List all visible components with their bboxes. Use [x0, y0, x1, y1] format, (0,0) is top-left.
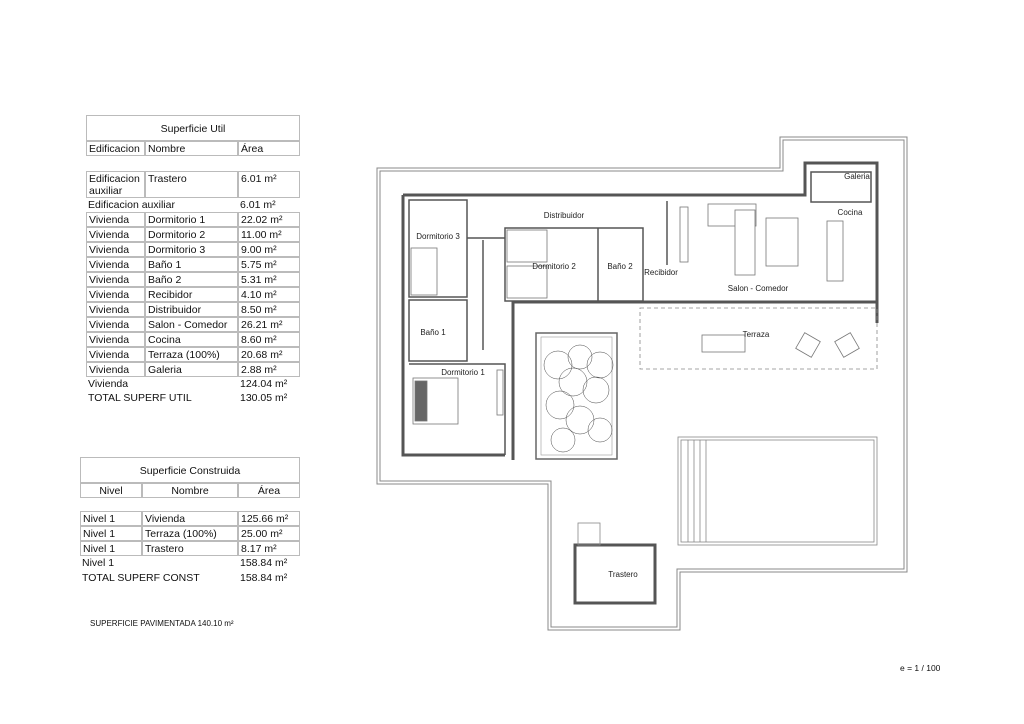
room-label-dormitorio-1: Dormitorio 1 [441, 368, 485, 377]
total-label: TOTAL SUPERF UTIL [88, 392, 192, 404]
subtotal-label: Edificacion auxiliar [88, 199, 175, 211]
garden-patio [535, 332, 618, 460]
table-cell: 22.02 m² [238, 212, 300, 227]
table-cell: 5.31 m² [238, 272, 300, 287]
table-cell: 8.60 m² [238, 332, 300, 347]
table-cell: Vivienda [86, 212, 145, 227]
total-value: 158.84 m² [240, 572, 288, 584]
plot-boundary [376, 136, 908, 631]
table-cell: 5.75 m² [238, 257, 300, 272]
table-cell: Vivienda [86, 272, 145, 287]
superficie-pavimentada-note: SUPERFICIE PAVIMENTADA 140.10 m² [90, 619, 234, 628]
table-cell: Baño 1 [145, 257, 238, 272]
total-label: TOTAL SUPERF CONST [82, 572, 200, 584]
table-cell: Trastero [142, 541, 238, 556]
table-cell: Dormitorio 2 [145, 227, 238, 242]
subtotal-value: 158.84 m² [240, 557, 288, 569]
table-cell: Vivienda [86, 347, 145, 362]
table-cell: Vivienda [86, 227, 145, 242]
table-cell: 8.17 m² [238, 541, 300, 556]
total-value: 130.05 m² [240, 392, 288, 404]
column-header: Nombre [142, 483, 238, 498]
subtotal-value: 124.04 m² [240, 378, 288, 390]
table-cell: 2.88 m² [238, 362, 300, 377]
room-label-trastero: Trastero [608, 570, 638, 579]
table-cell: Vivienda [86, 317, 145, 332]
trastero-building [573, 522, 657, 605]
house-walls [401, 161, 879, 460]
scale-label: e = 1 / 100 [900, 663, 941, 673]
room-label-terraza: Terraza [743, 330, 770, 339]
table-cell: 20.68 m² [238, 347, 300, 362]
column-header: Nivel [80, 483, 142, 498]
table-cell: 4.10 m² [238, 287, 300, 302]
table-cell: 25.00 m² [238, 526, 300, 541]
table-cell: Vivienda [86, 242, 145, 257]
room-label-bano-1: Baño 1 [420, 328, 446, 337]
tree-icons [543, 344, 614, 453]
table-cell: Cocina [145, 332, 238, 347]
table-cell: Vivienda [86, 332, 145, 347]
table-cell: Vivienda [86, 362, 145, 377]
subtotal-label: Vivienda [88, 378, 129, 390]
table-cell: 11.00 m² [238, 227, 300, 242]
table-cell: 26.21 m² [238, 317, 300, 332]
table-cell: Galeria [145, 362, 238, 377]
furniture [410, 203, 860, 425]
column-header: Edificacion [86, 141, 145, 156]
table-cell: Distribuidor [145, 302, 238, 317]
table-cell: Dormitorio 3 [145, 242, 238, 257]
room-label-dormitorio-2: Dormitorio 2 [532, 262, 576, 271]
table-cell: 6.01 m² [238, 171, 300, 198]
room-label-dormitorio-3: Dormitorio 3 [416, 232, 460, 241]
room-label-recibidor: Recibidor [644, 268, 678, 277]
table-cell: Nivel 1 [80, 511, 142, 526]
room-label-cocina: Cocina [838, 208, 863, 217]
table-cell: Dormitorio 1 [145, 212, 238, 227]
room-label-distribuidor: Distribuidor [544, 211, 585, 220]
column-header: Área [238, 483, 300, 498]
room-label-salon-comedor: Salon - Comedor [728, 284, 789, 293]
table-cell: Terraza (100%) [142, 526, 238, 541]
table-cell: Vivienda [142, 511, 238, 526]
table-cell: Baño 2 [145, 272, 238, 287]
subtotal-label: Nivel 1 [82, 557, 115, 569]
table-cell: 8.50 m² [238, 302, 300, 317]
terraza-outline [639, 307, 878, 370]
table-cell: Recibidor [145, 287, 238, 302]
table-cell: Nivel 1 [80, 541, 142, 556]
table-cell: Salon - Comedor [145, 317, 238, 332]
table-cell: Vivienda [86, 287, 145, 302]
table-cell: 9.00 m² [238, 242, 300, 257]
room-label-bano-2: Baño 2 [607, 262, 633, 271]
table-title: Superficie Construida [80, 457, 300, 483]
room-label-galeria: Galeria [844, 172, 870, 181]
subtotal-value: 6.01 m² [240, 199, 276, 211]
column-header: Nombre [145, 141, 238, 156]
table-cell: Trastero [145, 171, 238, 198]
column-header: Área [238, 141, 300, 156]
interior-walls [408, 171, 872, 455]
table-title: Superficie Util [86, 115, 300, 141]
table-cell: Nivel 1 [80, 526, 142, 541]
table-cell: Edificacion auxiliar [86, 171, 145, 198]
table-cell: Vivienda [86, 302, 145, 317]
table-cell: Vivienda [86, 257, 145, 272]
table-cell: Terraza (100%) [145, 347, 238, 362]
swimming-pool [677, 436, 878, 546]
table-cell: 125.66 m² [238, 511, 300, 526]
